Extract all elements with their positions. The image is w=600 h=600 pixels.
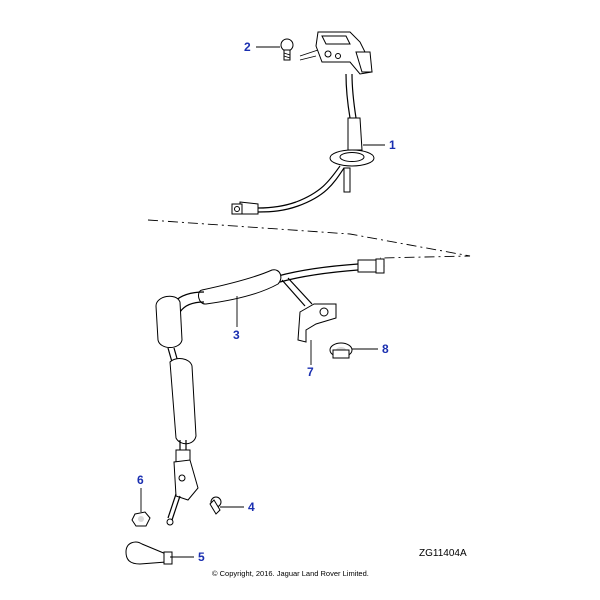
bolt-part-4	[209, 496, 222, 515]
knob-part-5	[125, 541, 173, 565]
bolt-part-2	[280, 38, 294, 61]
copyright-notice: © Copyright, 2016. Jaguar Land Rover Lim…	[212, 569, 369, 578]
figure-code: ZG11404A	[419, 548, 467, 559]
callout-5: 5	[198, 550, 205, 564]
callout-2: 2	[244, 40, 251, 54]
nut-part-6	[131, 511, 151, 527]
nut-part-8	[329, 342, 353, 359]
callout-3: 3	[233, 328, 240, 342]
bracket-part-7	[297, 303, 337, 343]
upper-cable-assembly	[231, 31, 375, 215]
callout-8: 8	[382, 342, 389, 356]
callout-7: 7	[307, 365, 314, 379]
lower-cable-assembly	[155, 258, 385, 526]
callout-4: 4	[248, 500, 255, 514]
callout-6: 6	[137, 473, 144, 487]
callout-1: 1	[389, 138, 396, 152]
break-line	[147, 219, 471, 259]
leader-lines	[140, 46, 385, 558]
callout-labels: 2 1 3 7 8 4 6 5	[137, 40, 396, 564]
